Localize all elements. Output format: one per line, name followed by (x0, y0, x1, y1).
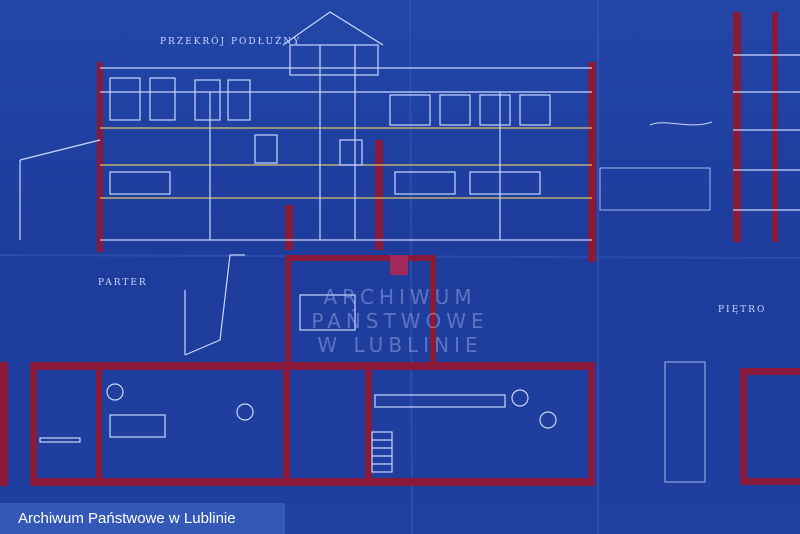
longitudinal-section (19, 11, 596, 262)
right-section (599, 12, 800, 242)
ground-floor-plan (30, 254, 595, 486)
upper-floor-plan (0, 361, 800, 486)
section-title-label: PRZEKRÓJ PODŁUŻNY (160, 37, 302, 47)
first-floor-label: PIĘTRO (718, 305, 767, 315)
watermark-line-1: ARCHIWUM PAŃSTWOWE (311, 285, 489, 333)
watermark-line-2: W LUBLINIE (317, 333, 483, 357)
archive-caption: Archiwum Państwowe w Lublinie (0, 503, 285, 534)
archive-watermark: ARCHIWUM PAŃSTWOWE W LUBLINIE (230, 285, 570, 357)
ground-floor-label: PARTER (98, 278, 148, 288)
